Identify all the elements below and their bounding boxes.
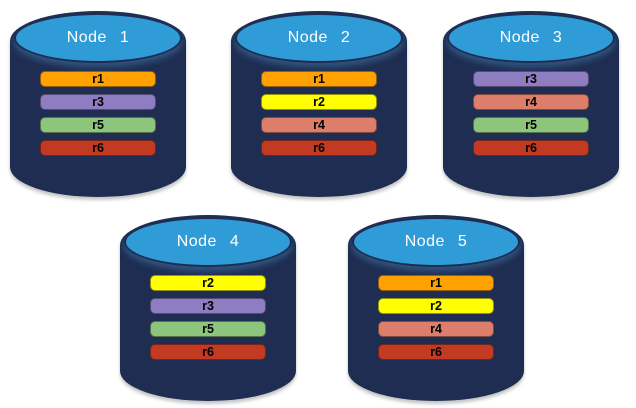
partition-bar: r5: [473, 117, 589, 133]
partition-bar: r6: [473, 140, 589, 156]
partition-label: r6: [92, 140, 104, 155]
partition-list: r1 r2 r4 r6: [378, 275, 494, 360]
partition-bar: r4: [473, 94, 589, 110]
cylinder-top-ellipse: Node 4: [124, 217, 292, 267]
node-cylinder: Node 3 r3 r4 r5 r6: [443, 11, 619, 197]
partition-label: r5: [202, 321, 214, 336]
partition-list: r1 r3 r5 r6: [40, 71, 156, 156]
partition-list: r2 r3 r5 r6: [150, 275, 266, 360]
partition-list: r1 r2 r4 r6: [261, 71, 377, 156]
node-title: Node 1: [66, 29, 130, 46]
partition-label: r1: [92, 71, 104, 86]
partition-bar: r2: [150, 275, 266, 291]
node-cylinder: Node 2 r1 r2 r4 r6: [231, 11, 407, 197]
partition-bar: r4: [378, 321, 494, 337]
partition-bar: r3: [40, 94, 156, 110]
partition-label: r2: [202, 275, 214, 290]
partition-label: r4: [525, 94, 537, 109]
partition-label: r3: [202, 298, 214, 313]
partition-bar: r2: [261, 94, 377, 110]
cylinder-top-ellipse: Node 1: [14, 13, 182, 63]
partition-label: r3: [525, 71, 537, 86]
partition-label: r6: [313, 140, 325, 155]
partition-bar: r6: [40, 140, 156, 156]
partition-bar: r5: [40, 117, 156, 133]
partition-bar: r5: [150, 321, 266, 337]
partition-bar: r6: [261, 140, 377, 156]
partition-label: r3: [92, 94, 104, 109]
partition-label: r1: [430, 275, 442, 290]
partition-label: r4: [430, 321, 442, 336]
partition-label: r4: [313, 117, 325, 132]
cylinder-top-ellipse: Node 5: [352, 217, 520, 267]
partition-label: r5: [525, 117, 537, 132]
partition-bar: r1: [40, 71, 156, 87]
node-title: Node 4: [176, 233, 240, 250]
node-title: Node 2: [287, 29, 351, 46]
cylinder-top-ellipse: Node 3: [447, 13, 615, 63]
partition-bar: r3: [150, 298, 266, 314]
node-title: Node 3: [499, 29, 563, 46]
node-cylinder: Node 1 r1 r3 r5 r6: [10, 11, 186, 197]
partition-bar: r1: [378, 275, 494, 291]
node-cylinder: Node 4 r2 r3 r5 r6: [120, 215, 296, 401]
partition-label: r2: [430, 298, 442, 313]
partition-bar: r1: [261, 71, 377, 87]
node-cylinder: Node 5 r1 r2 r4 r6: [348, 215, 524, 401]
cylinder-top-ellipse: Node 2: [235, 13, 403, 63]
partition-list: r3 r4 r5 r6: [473, 71, 589, 156]
partition-label: r5: [92, 117, 104, 132]
partition-bar: r6: [150, 344, 266, 360]
partition-label: r6: [525, 140, 537, 155]
partition-label: r6: [430, 344, 442, 359]
partition-bar: r2: [378, 298, 494, 314]
partition-label: r1: [313, 71, 325, 86]
node-title: Node 5: [404, 233, 468, 250]
partition-label: r6: [202, 344, 214, 359]
partition-bar: r6: [378, 344, 494, 360]
partition-label: r2: [313, 94, 325, 109]
partition-bar: r4: [261, 117, 377, 133]
partition-bar: r3: [473, 71, 589, 87]
